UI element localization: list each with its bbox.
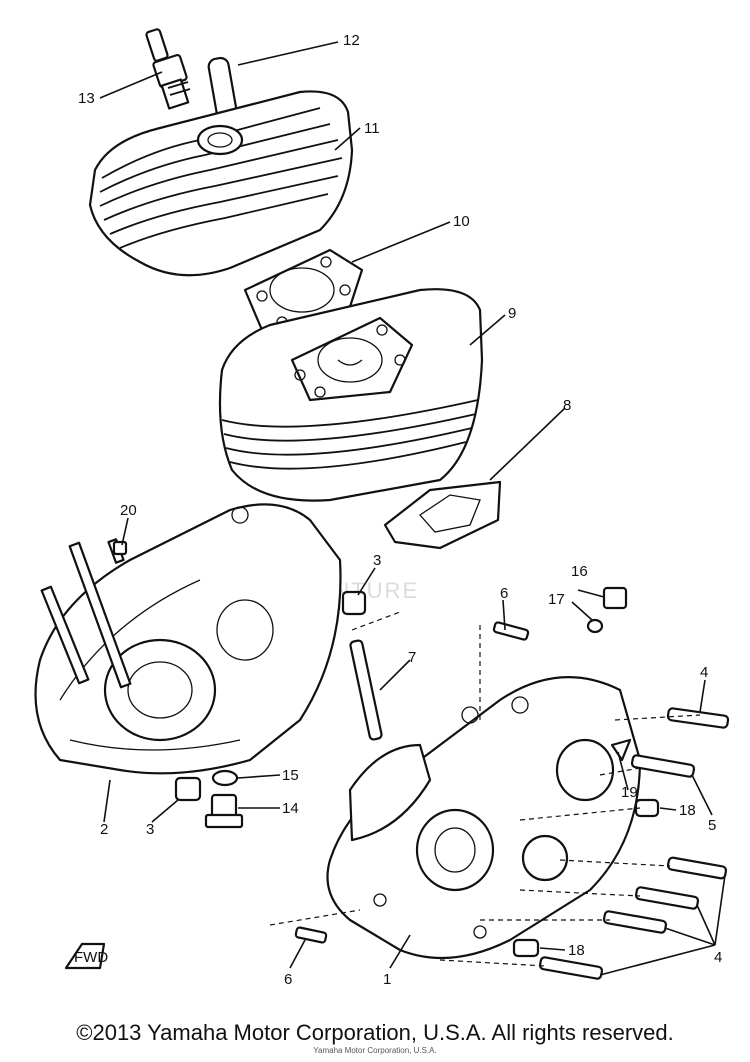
callout-10: 10 [453,213,470,230]
callout-3-upper: 3 [373,552,381,569]
callout-11: 11 [364,120,380,137]
washer [211,769,239,787]
callout-20: 20 [120,502,137,519]
callout-13: 13 [78,90,95,107]
o-ring-17 [586,618,604,634]
sub-credit: Yamaha Motor Corporation, U.S.A. [313,1046,437,1055]
callout-16: 16 [571,563,588,580]
callout-18-upper: 18 [679,802,696,819]
dowel-18-upper [634,798,660,818]
callout-18-lower: 18 [568,942,585,959]
clip-19 [610,738,632,762]
callout-14: 14 [282,800,299,817]
callout-2: 2 [100,821,108,838]
crankcase-left [34,503,342,775]
spark-plug [145,28,191,110]
leader-lines [99,41,726,976]
callout-12: 12 [343,32,360,49]
callout-6-lower: 6 [284,971,292,988]
crankcase-right [326,676,642,960]
cylinder-head [88,90,354,277]
callout-3-lower: 3 [146,821,154,838]
callout-17: 17 [548,591,565,608]
bolt-4-b [634,886,700,910]
fwd-label: FWD [74,949,108,966]
callout-9: 9 [508,305,516,322]
bolt-6-upper [492,621,530,641]
bolt-6-lower [294,926,328,944]
bolt-4-c [602,910,668,934]
callout-5: 5 [708,817,716,834]
bolt-4-d [538,956,604,980]
dowel-pin-lower [174,776,202,802]
dowel-18-lower [512,938,540,958]
bolt-4-upper [666,707,730,729]
bolt-5 [630,754,696,778]
callout-15: 15 [282,767,299,784]
callout-8: 8 [563,397,571,414]
callout-1: 1 [383,971,391,988]
cylinder [218,288,484,502]
stud-7 [349,639,383,741]
pin-20 [112,540,128,556]
callout-7: 7 [408,649,416,666]
base-gasket [383,480,502,550]
fwd-arrow: FWD [64,942,108,970]
bolt-4-a [666,856,728,880]
callout-4-upper: 4 [700,664,708,681]
plug-16 [602,586,628,610]
copyright-notice: ©2013 Yamaha Motor Corporation, U.S.A. A… [76,1020,674,1045]
dowel-pin-upper [341,590,367,616]
drain-plug [204,793,244,829]
callout-4-lower: 4 [714,949,722,966]
callout-19: 19 [621,784,638,801]
callout-6-upper: 6 [500,585,508,602]
